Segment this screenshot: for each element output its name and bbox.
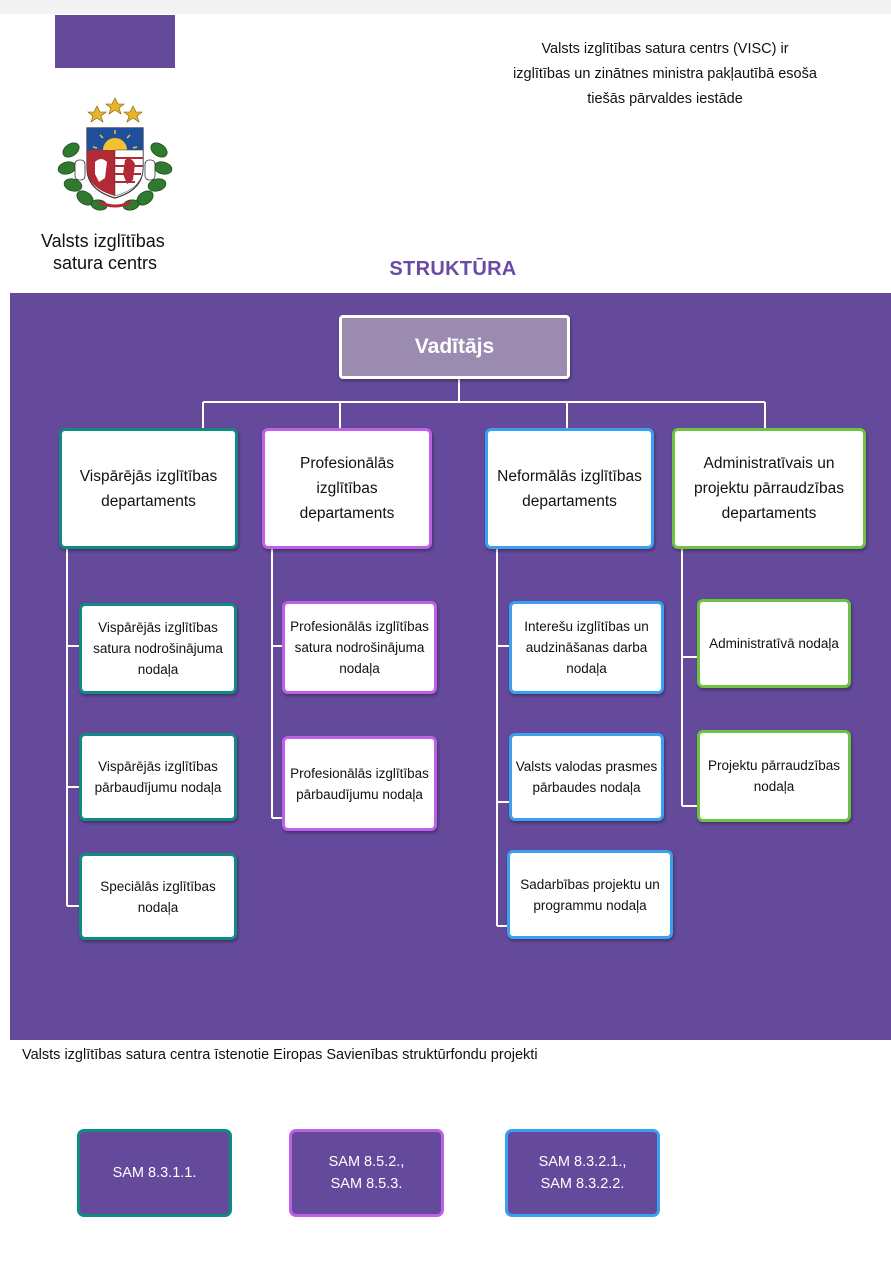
header-color-block xyxy=(55,15,175,68)
intro-text: Valsts izglītības satura centrs (VISC) i… xyxy=(440,37,890,112)
intro-line2: izglītības un zinātnes ministra pakļautī… xyxy=(513,66,817,82)
unit-cooperation-projects: Sadarbības projektu un programmu nodaļa xyxy=(507,850,673,939)
intro-line1: Valsts izglītības satura centrs (VISC) i… xyxy=(541,41,789,57)
connector-lines xyxy=(66,379,766,927)
unit-label: Profesionālās izglītības satura nodrošin… xyxy=(290,619,429,676)
unit-label: Vispārējās izglītības satura nodrošināju… xyxy=(93,620,223,677)
unit-vocational-content: Profesionālās izglītības satura nodrošin… xyxy=(282,601,437,694)
unit-label: Valsts valodas prasmes pārbaudes nodaļa xyxy=(515,759,658,795)
structure-title: STRUKTŪRA xyxy=(389,258,517,280)
unit-project-supervision: Projektu pārraudzības nodaļa xyxy=(697,730,851,822)
unit-general-content: Vispārējās izglītības satura nodrošināju… xyxy=(79,603,237,694)
unit-state-language: Valsts valodas prasmes pārbaudes nodaļa xyxy=(509,733,664,821)
intro-line3: tiešās pārvaldes iestāde xyxy=(587,91,743,107)
department-non-formal-education: Neformālās izglītības departaments xyxy=(485,428,654,549)
department-label: Neformālās izglītības departaments xyxy=(497,467,642,510)
organization-name-line1: Valsts izglītības xyxy=(41,231,165,251)
unit-special-education: Speciālās izglītības nodaļa xyxy=(79,853,237,940)
top-bar xyxy=(0,0,891,14)
organization-name: Valsts izglītības satura centrs xyxy=(41,230,221,274)
unit-label: Sadarbības projektu un programmu nodaļa xyxy=(520,876,660,913)
unit-interest-education: Interešu izglītības un audzināšanas darb… xyxy=(509,601,664,694)
project-box-sam-8311: SAM 8.3.1.1. xyxy=(77,1129,232,1217)
unit-label: Vispārējās izglītības pārbaudījumu nodaļ… xyxy=(94,759,222,795)
organization-name-line2: satura centrs xyxy=(53,253,158,273)
unit-vocational-exams: Profesionālās izglītības pārbaudījumu no… xyxy=(282,736,437,831)
unit-administrative: Administratīvā nodaļa xyxy=(697,599,851,688)
project-label: SAM 8.5.2., SAM 8.5.3. xyxy=(328,1154,405,1192)
department-label: Administratīvais un projektu pārraudzība… xyxy=(694,455,844,522)
director-label: Vadītājs xyxy=(414,335,495,358)
department-vocational-education: Profesionālās izglītības departaments xyxy=(262,428,432,549)
department-label: Vispārējās izglītības departaments xyxy=(79,467,218,510)
unit-label: Profesionālās izglītības pārbaudījumu no… xyxy=(290,765,429,802)
unit-label: Projektu pārraudzības nodaļa xyxy=(707,758,841,794)
project-box-sam-852: SAM 8.5.2., SAM 8.5.3. xyxy=(289,1129,444,1217)
department-label: Profesionālās izglītības departaments xyxy=(299,455,395,522)
unit-general-exams: Vispārējās izglītības pārbaudījumu nodaļ… xyxy=(79,733,237,821)
unit-label: Administratīvā nodaļa xyxy=(709,636,839,651)
unit-label: Interešu izglītības un audzināšanas darb… xyxy=(524,619,649,676)
department-general-education: Vispārējās izglītības departaments xyxy=(59,428,238,549)
project-label: SAM 8.3.1.1. xyxy=(112,1165,197,1181)
project-label: SAM 8.3.2.1., SAM 8.3.2.2. xyxy=(538,1154,627,1192)
coat-of-arms-logo xyxy=(57,97,173,211)
unit-label: Speciālās izglītības nodaļa xyxy=(100,878,216,915)
project-box-sam-8321: SAM 8.3.2.1., SAM 8.3.2.2. xyxy=(505,1129,660,1217)
org-chart-panel: Vadītājs Vispārējās izglītības departame… xyxy=(10,293,891,1040)
eu-projects-title: Valsts izglītības satura centra īstenoti… xyxy=(22,1047,538,1063)
director-node: Vadītājs xyxy=(339,315,570,379)
department-administrative-projects: Administratīvais un projektu pārraudzība… xyxy=(672,428,866,549)
